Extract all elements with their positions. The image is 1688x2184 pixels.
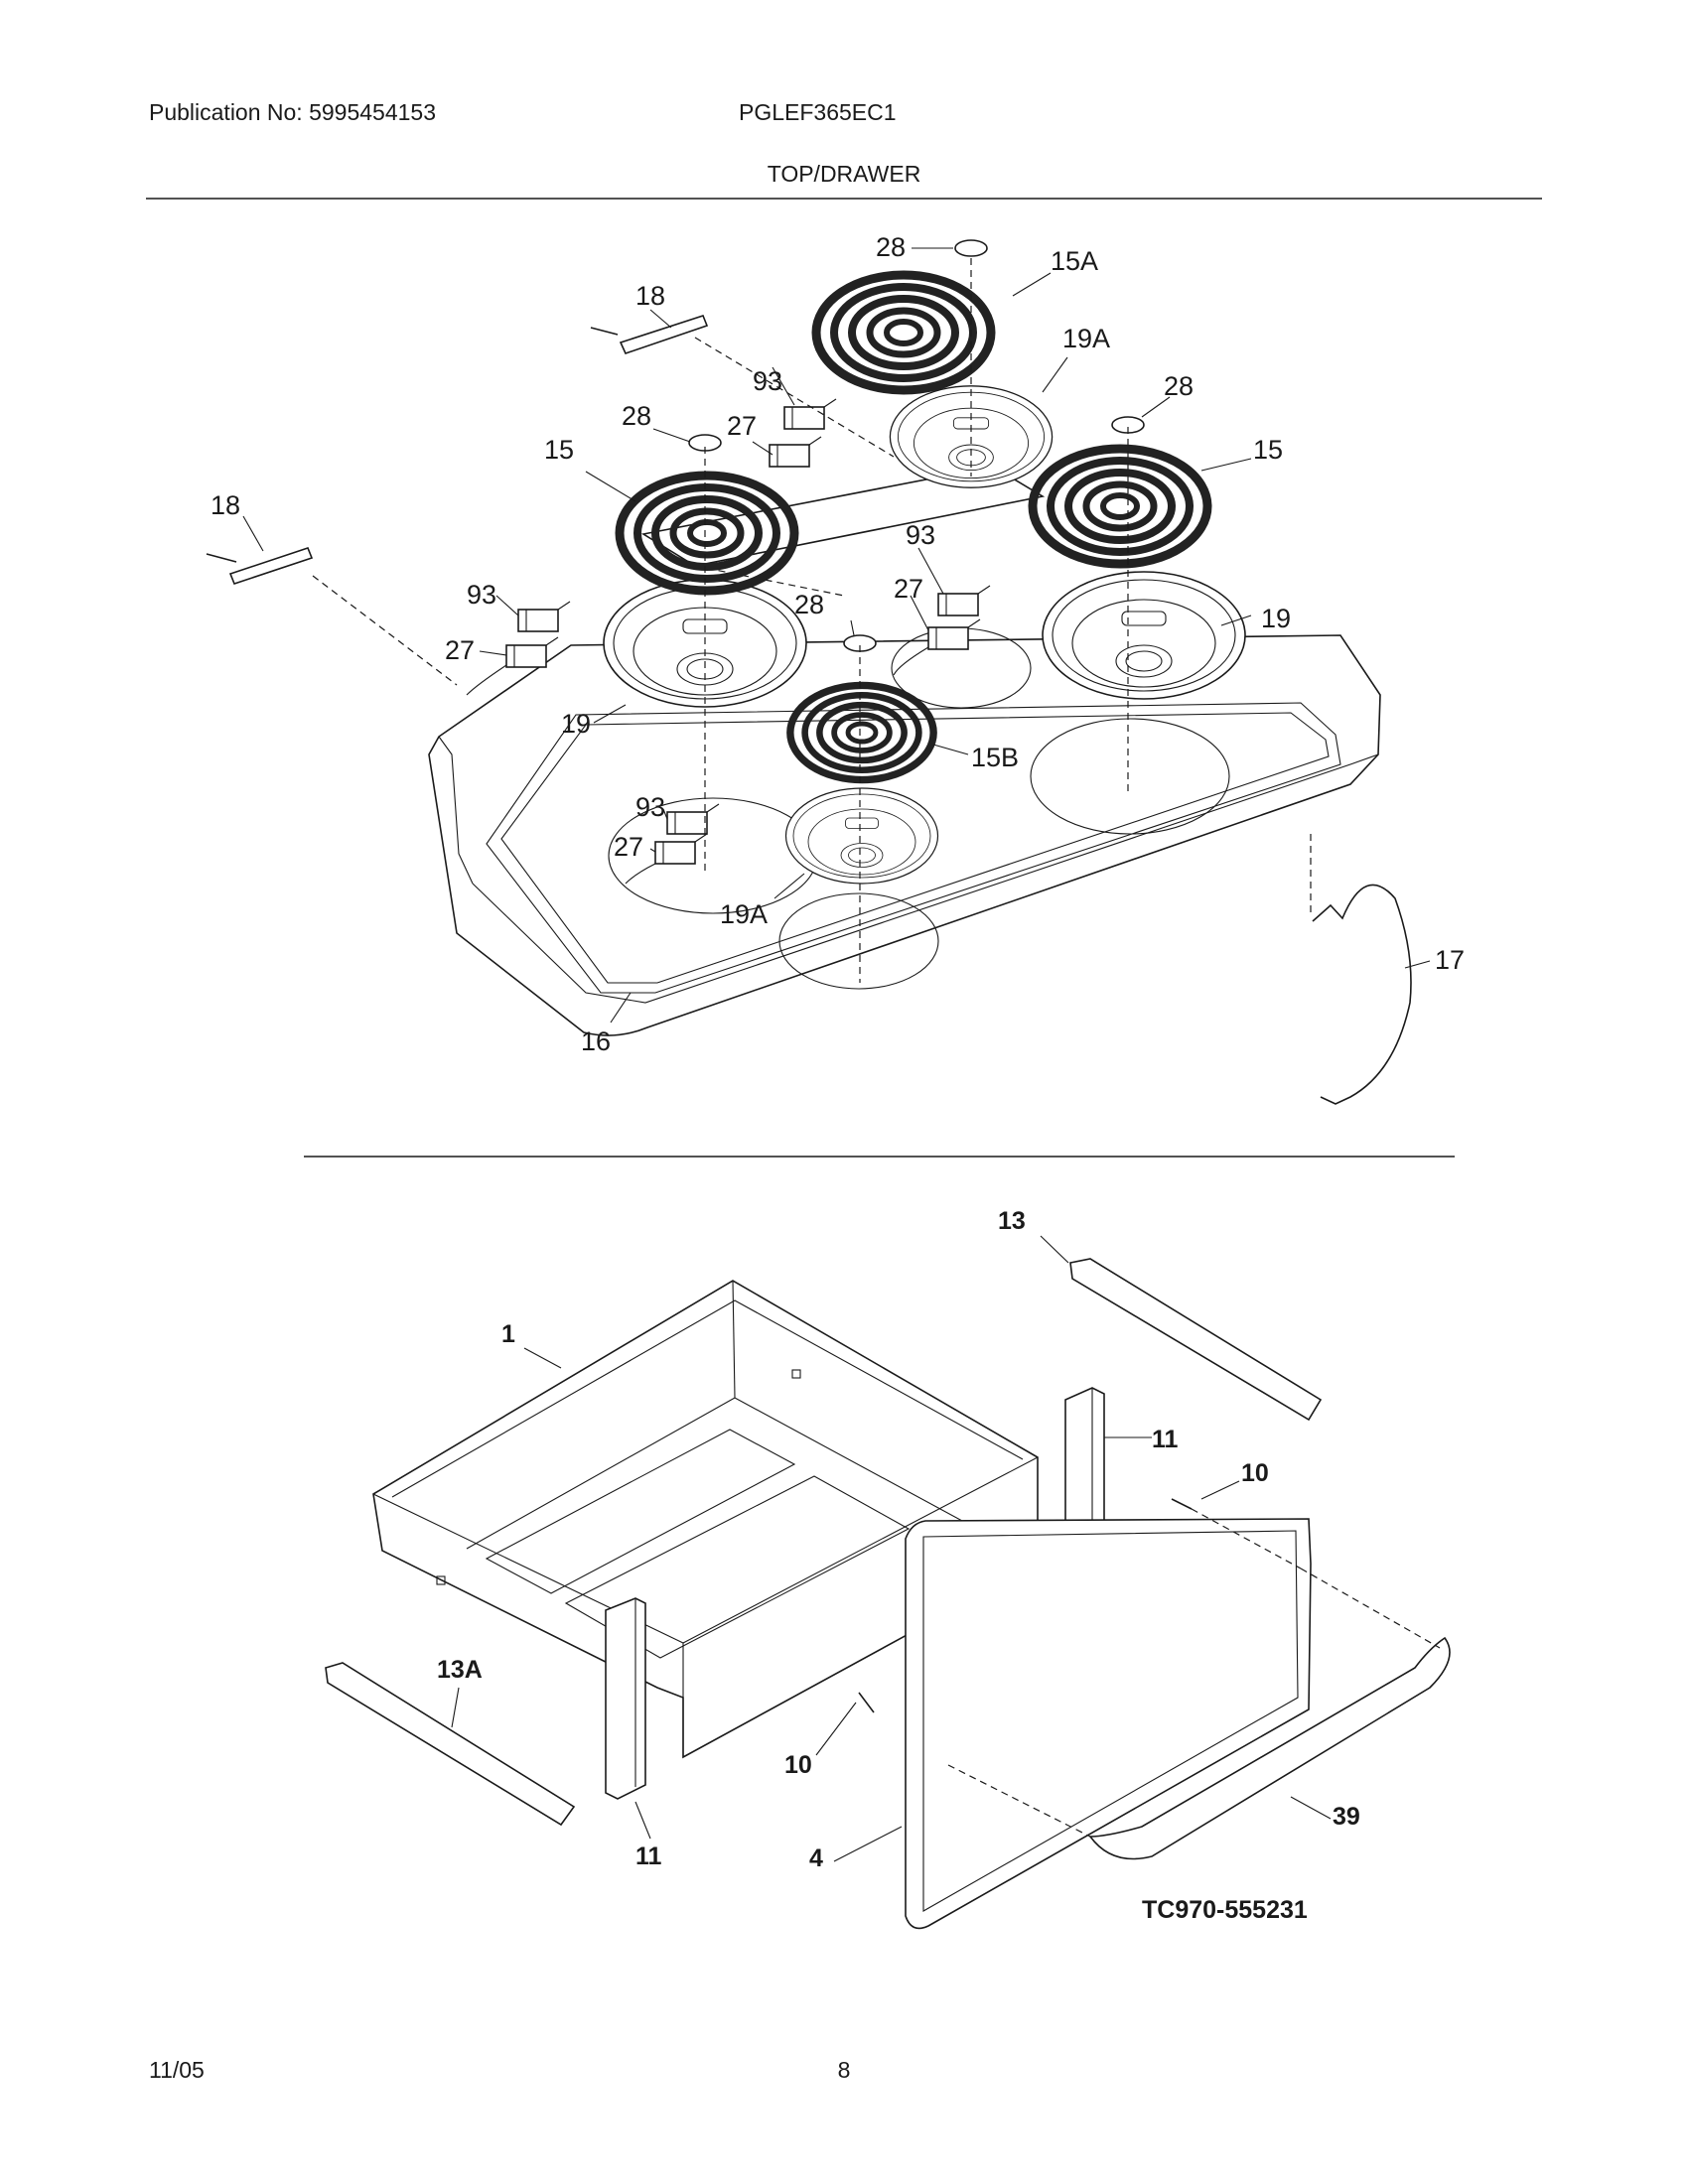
drip-pan-19-right	[1042, 571, 1246, 700]
callout-93-left: 93	[467, 580, 496, 610]
rail-13	[1069, 1258, 1323, 1422]
surface-element-15a	[816, 275, 991, 390]
publication-number: Publication No: 5995454153	[149, 99, 437, 125]
callout-17: 17	[1435, 945, 1465, 975]
callout-15a: 15A	[1051, 246, 1098, 276]
callout-1: 1	[501, 1320, 515, 1348]
bracket-11-left	[605, 1597, 646, 1800]
drawer-front	[905, 1518, 1312, 1930]
callout-19-right: 19	[1261, 604, 1291, 633]
callout-11-right: 11	[1152, 1426, 1179, 1453]
callout-15-left: 15	[544, 435, 574, 465]
callout-93-a: 93	[753, 366, 782, 396]
cap-28-a	[954, 239, 988, 257]
callout-19a-bottom: 19A	[720, 899, 768, 929]
callout-10-right: 10	[1241, 1459, 1269, 1487]
callout-15-right: 15	[1253, 435, 1283, 465]
cutout-right-rear	[1030, 718, 1230, 835]
callout-27-bottom: 27	[614, 832, 643, 862]
callout-13: 13	[998, 1207, 1026, 1235]
callout-27-left: 27	[445, 635, 475, 665]
footer-date: 11/05	[149, 2057, 205, 2083]
support-rod-17	[1312, 884, 1412, 1105]
vent-trim	[640, 466, 1046, 567]
block-93-right	[937, 585, 991, 616]
callout-27-a: 27	[727, 411, 757, 441]
callout-10-left: 10	[784, 1751, 812, 1779]
callout-13a: 13A	[437, 1656, 483, 1684]
block-93-top	[783, 398, 837, 430]
drawer-callouts: 13 1 11 10 13A 10 11 4 39 TC970-555231	[437, 1207, 1360, 1924]
callout-28-b: 28	[622, 401, 651, 431]
callout-39: 39	[1333, 1803, 1360, 1831]
callout-11-left: 11	[635, 1843, 662, 1870]
screw-10-left	[858, 1692, 875, 1713]
page-title: TOP/DRAWER	[767, 161, 921, 187]
callout-18-top: 18	[635, 281, 665, 311]
block-27-top	[769, 436, 822, 468]
callout-27-right: 27	[894, 574, 923, 604]
model-number: PGLEF365EC1	[739, 99, 897, 125]
callout-4: 4	[809, 1844, 823, 1872]
drip-pan-19a-bottom	[784, 787, 939, 885]
callout-93-bottom: 93	[635, 792, 665, 822]
top-callouts: 28 15A 18 93 19A 28 28 27 15 15 18 93 93…	[211, 232, 1465, 1056]
figure-code: TC970-555231	[1142, 1896, 1308, 1924]
callout-18-left: 18	[211, 490, 240, 520]
callout-28-a: 28	[876, 232, 906, 262]
bracket-18-top	[590, 315, 709, 354]
bracket-18-left	[206, 547, 314, 585]
callout-28-c: 28	[1164, 371, 1194, 401]
rail-13a	[325, 1662, 576, 1827]
drawer-recess-1	[485, 1429, 796, 1594]
cutout-right-front-small	[778, 892, 939, 990]
screw-10-right	[1171, 1498, 1193, 1510]
block-93-left	[517, 601, 571, 632]
callout-93-right: 93	[906, 520, 935, 550]
handle-39	[1088, 1636, 1451, 1860]
top-leader-lines	[242, 247, 1431, 1024]
callout-19-left: 19	[561, 709, 591, 739]
callout-19a-top: 19A	[1062, 324, 1110, 353]
callout-15b: 15B	[971, 743, 1019, 772]
callout-28-d: 28	[794, 590, 824, 619]
page-number: 8	[837, 2057, 851, 2083]
drawer-assembly	[325, 1258, 1451, 1930]
cooktop-assembly	[206, 239, 1412, 1105]
surface-element-15-right	[1033, 449, 1207, 564]
drawer-leader-lines	[451, 1235, 1332, 1862]
callout-16: 16	[581, 1026, 611, 1056]
